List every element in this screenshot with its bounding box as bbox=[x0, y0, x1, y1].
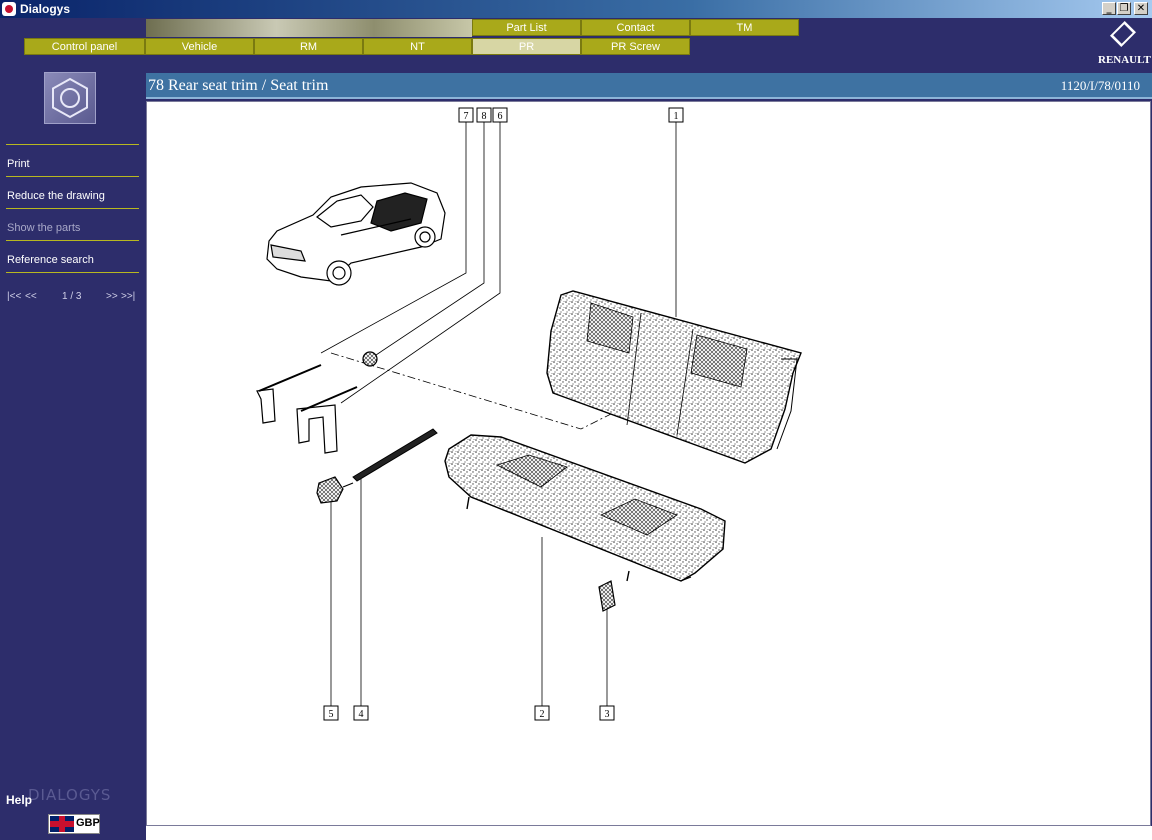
sidebar-divider bbox=[6, 272, 139, 273]
exploded-view-drawing: 7 8 6 1 5 4 2 3 bbox=[256, 107, 802, 721]
sidebar-item-reduce-drawing[interactable]: Reduce the drawing bbox=[7, 190, 105, 202]
tab-nt[interactable]: NT bbox=[363, 38, 472, 55]
renault-diamond-icon bbox=[1109, 20, 1137, 48]
bracket-part-3 bbox=[598, 580, 616, 612]
seat-cushion-part-2 bbox=[444, 434, 726, 582]
page-header: 78 Rear seat trim / Seat trim 1120/I/78/… bbox=[146, 73, 1152, 99]
help-link[interactable]: Help bbox=[6, 793, 33, 807]
currency-label: GBP bbox=[76, 817, 100, 829]
tab-rm[interactable]: RM bbox=[254, 38, 363, 55]
currency-selector[interactable]: GBP bbox=[48, 814, 100, 834]
rod-part-4 bbox=[352, 428, 438, 482]
hook-parts-7-6 bbox=[256, 351, 378, 454]
pager-last-button[interactable]: >>| bbox=[121, 291, 136, 302]
tab-tm[interactable]: TM bbox=[690, 19, 799, 36]
uk-flag-icon bbox=[50, 816, 74, 832]
sidebar-item-show-parts[interactable]: Show the parts bbox=[7, 222, 81, 234]
callout-7: 7 bbox=[464, 111, 469, 122]
callout-3: 3 bbox=[605, 709, 610, 720]
tab-pr-screw[interactable]: PR Screw bbox=[581, 38, 690, 55]
pager-prev-button[interactable]: << bbox=[25, 291, 37, 302]
pager-page-indicator: 1 / 3 bbox=[62, 291, 82, 302]
tab-pr[interactable]: PR bbox=[472, 38, 581, 55]
dialogys-watermark: DIALOGYS bbox=[28, 786, 112, 804]
callout-6: 6 bbox=[498, 111, 503, 122]
window-title: Dialogys bbox=[20, 2, 71, 16]
callout-1: 1 bbox=[674, 111, 679, 122]
hex-nut-icon bbox=[44, 72, 96, 124]
callout-5: 5 bbox=[329, 709, 334, 720]
callout-group-top bbox=[323, 107, 684, 721]
renault-logo: RENAULT bbox=[1098, 20, 1151, 68]
pager-first-button[interactable]: |<< bbox=[7, 291, 22, 302]
tab-control-panel[interactable]: Control panel bbox=[24, 38, 145, 55]
minimize-button[interactable]: _ bbox=[1102, 2, 1116, 15]
sidebar-divider bbox=[6, 208, 139, 209]
restore-button[interactable]: ❐ bbox=[1117, 2, 1131, 15]
callout-2: 2 bbox=[540, 709, 545, 720]
window-titlebar: Dialogys _ ❐ ✕ bbox=[0, 0, 1152, 18]
tab-contact[interactable]: Contact bbox=[581, 19, 690, 36]
callout-8: 8 bbox=[482, 111, 487, 122]
sidebar-divider bbox=[6, 176, 139, 177]
sidebar-divider bbox=[6, 240, 139, 241]
sidebar-divider bbox=[6, 144, 139, 145]
seat-back-part-1 bbox=[546, 290, 802, 464]
drawing-reference: 1120/I/78/0110 bbox=[1060, 78, 1140, 93]
app-icon bbox=[2, 2, 16, 16]
page-title: 78 Rear seat trim / Seat trim bbox=[148, 77, 329, 94]
sidebar bbox=[0, 73, 145, 840]
pager-next-button[interactable]: >> bbox=[106, 291, 118, 302]
tab-part-list[interactable]: Part List bbox=[472, 19, 581, 36]
drawing-canvas: 7 8 6 1 5 4 2 3 bbox=[146, 101, 1151, 826]
close-button[interactable]: ✕ bbox=[1134, 2, 1148, 15]
brand-name: RENAULT bbox=[1098, 54, 1151, 66]
knob-part-5 bbox=[316, 476, 354, 504]
sidebar-item-print[interactable]: Print bbox=[7, 158, 30, 170]
canvas-bottom-margin bbox=[146, 826, 1152, 840]
callout-4: 4 bbox=[359, 709, 364, 720]
tab-vehicle[interactable]: Vehicle bbox=[145, 38, 254, 55]
leader-lines bbox=[320, 122, 677, 706]
banner-image bbox=[146, 19, 472, 37]
sidebar-item-reference-search[interactable]: Reference search bbox=[7, 254, 94, 266]
vehicle-locator-drawing bbox=[266, 182, 446, 286]
